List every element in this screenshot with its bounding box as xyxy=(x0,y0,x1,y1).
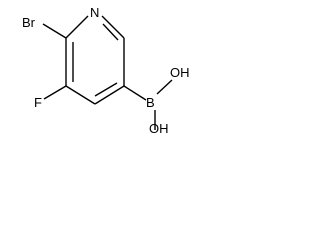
atom-label-oh-bottom: OH xyxy=(149,121,169,136)
bond-c5-b xyxy=(123,85,147,101)
atom-label-b: B xyxy=(146,95,155,110)
bond-c5-c4 xyxy=(94,85,125,105)
atom-label-n: N xyxy=(90,5,99,20)
bond-n1-c6-inner xyxy=(102,23,119,41)
bond-n1-c6 xyxy=(101,15,125,39)
bond-c2-n1 xyxy=(65,15,89,39)
bond-c4-c3 xyxy=(65,85,96,105)
atom-label-br: Br xyxy=(22,15,36,30)
molecule-structure: Br N F B OH OH xyxy=(22,5,190,136)
bond-c3-f xyxy=(43,85,67,100)
bond-c5-c4-inner xyxy=(94,82,118,97)
bond-b-oh-top xyxy=(156,79,173,95)
bond-c2-br xyxy=(42,23,67,39)
atom-label-f: F xyxy=(34,95,42,110)
atom-label-oh-top: OH xyxy=(170,65,190,80)
